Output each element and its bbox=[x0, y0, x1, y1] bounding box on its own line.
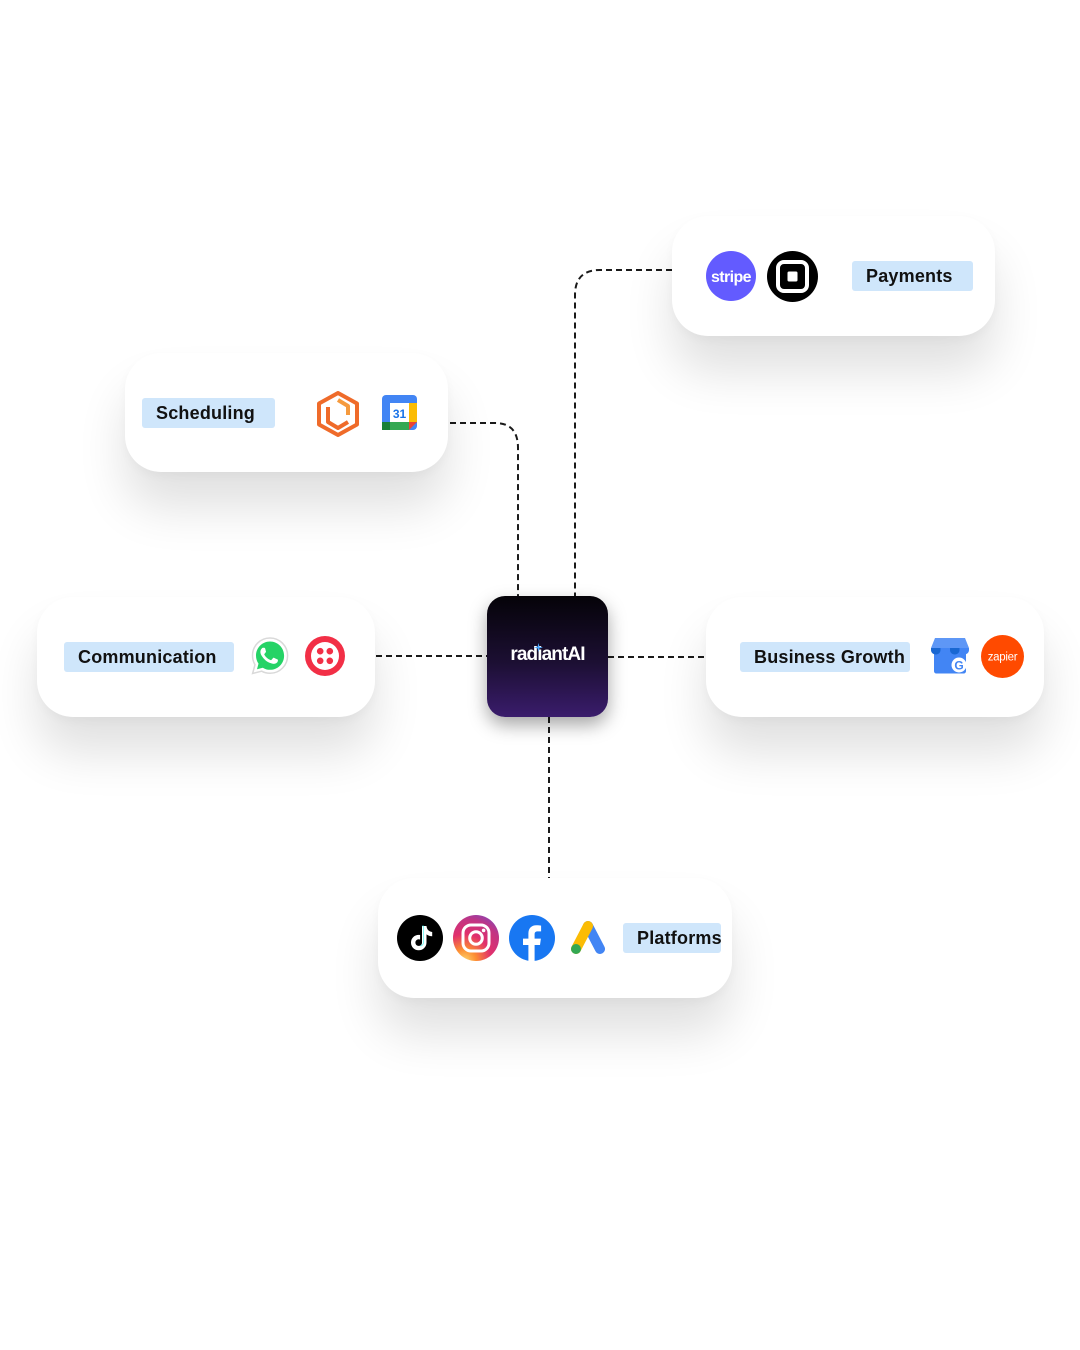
tiktok-logo bbox=[397, 915, 443, 961]
instagram-logo bbox=[453, 915, 499, 961]
facebook-logo bbox=[509, 915, 555, 961]
svg-text:G: G bbox=[954, 659, 963, 673]
google-ads-logo bbox=[571, 921, 605, 954]
communication-label: Communication bbox=[64, 642, 234, 672]
scheduling-card: Scheduling 31 bbox=[125, 353, 448, 472]
google-calendar-logo: 31 bbox=[382, 395, 417, 430]
svg-text:stripe: stripe bbox=[711, 269, 752, 286]
google-business-profile-logo: G bbox=[931, 638, 969, 674]
business-growth-card: Business Growth G zapier bbox=[706, 597, 1044, 717]
connector-scheduling bbox=[450, 422, 519, 596]
whatsapp-logo bbox=[251, 637, 289, 675]
business-growth-label: Business Growth bbox=[740, 642, 910, 672]
sparkle-icon bbox=[534, 643, 543, 652]
payments-card: stripe Payments bbox=[672, 216, 995, 336]
svg-text:zapier: zapier bbox=[988, 652, 1018, 664]
communication-card: Communication bbox=[37, 597, 375, 717]
hub-label: radiantAI bbox=[510, 644, 585, 665]
payments-label: Payments bbox=[852, 261, 973, 291]
connector-payments bbox=[574, 269, 672, 596]
radiant-ai-hub: radiantAI bbox=[487, 596, 608, 717]
platforms-card: Platforms bbox=[378, 878, 732, 998]
platforms-label: Platforms bbox=[623, 923, 722, 953]
square-logo bbox=[767, 251, 818, 302]
twilio-logo bbox=[305, 636, 345, 676]
scheduling-cube-logo bbox=[317, 391, 359, 437]
scheduling-label: Scheduling bbox=[142, 398, 275, 428]
stripe-logo: stripe bbox=[706, 251, 756, 301]
zapier-logo: zapier bbox=[981, 635, 1024, 678]
svg-text:31: 31 bbox=[393, 407, 407, 421]
